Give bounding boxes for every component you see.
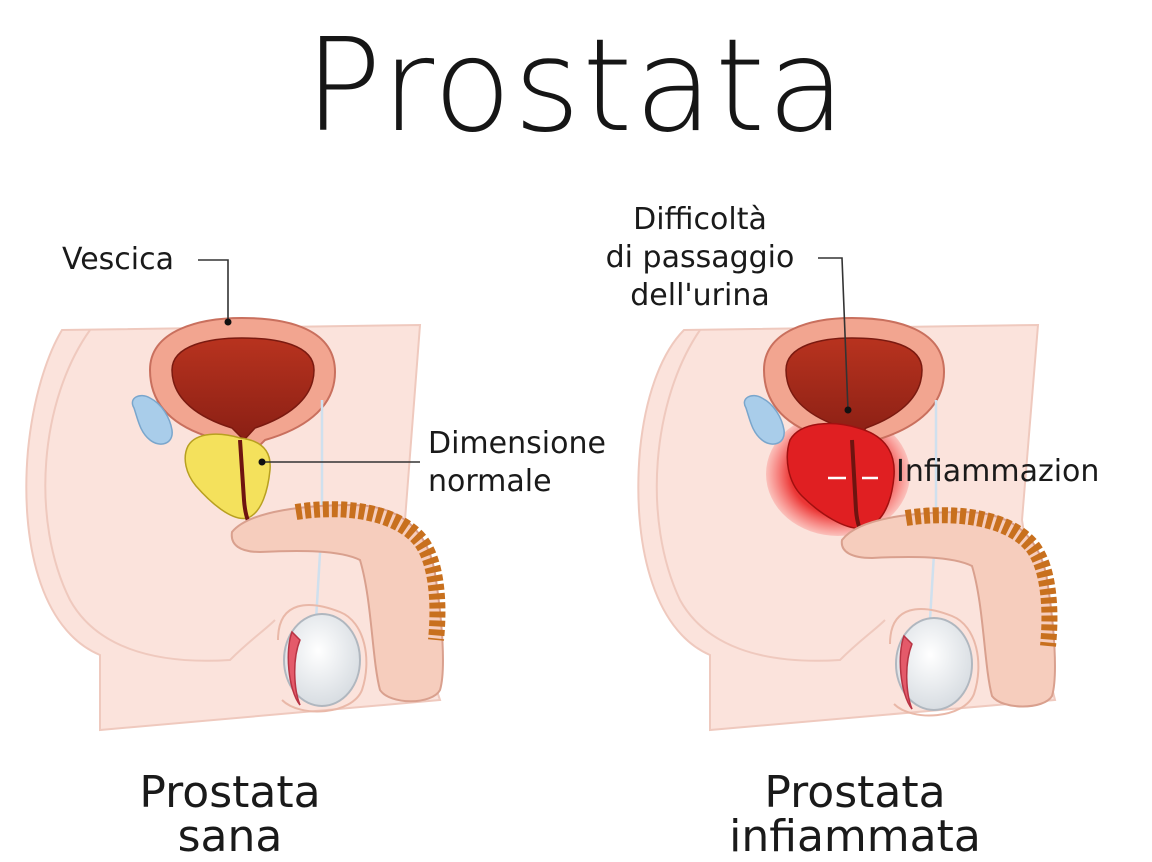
right-anatomy: [638, 258, 1055, 730]
label-normal-size-line2: normale: [428, 464, 552, 500]
label-difficulty-line2: di passaggio: [590, 240, 810, 276]
label-difficulty-line1: Difficoltà: [590, 202, 810, 238]
caption-inflamed-line2: infiammata: [700, 812, 1010, 862]
left-anatomy: [26, 260, 443, 730]
caption-healthy-line2: sana: [90, 812, 370, 862]
label-difficulty-line3: dell'urina: [590, 278, 810, 314]
label-normal-size-line1: Dimensione: [428, 426, 606, 462]
left-bladder-leader: [198, 260, 228, 322]
right-difficulty-dot: [845, 407, 852, 414]
left-prostate-dot: [259, 459, 266, 466]
left-bladder-dot: [225, 319, 232, 326]
label-inflammation: Infiammazion: [896, 454, 1099, 490]
label-bladder: Vescica: [62, 242, 174, 278]
